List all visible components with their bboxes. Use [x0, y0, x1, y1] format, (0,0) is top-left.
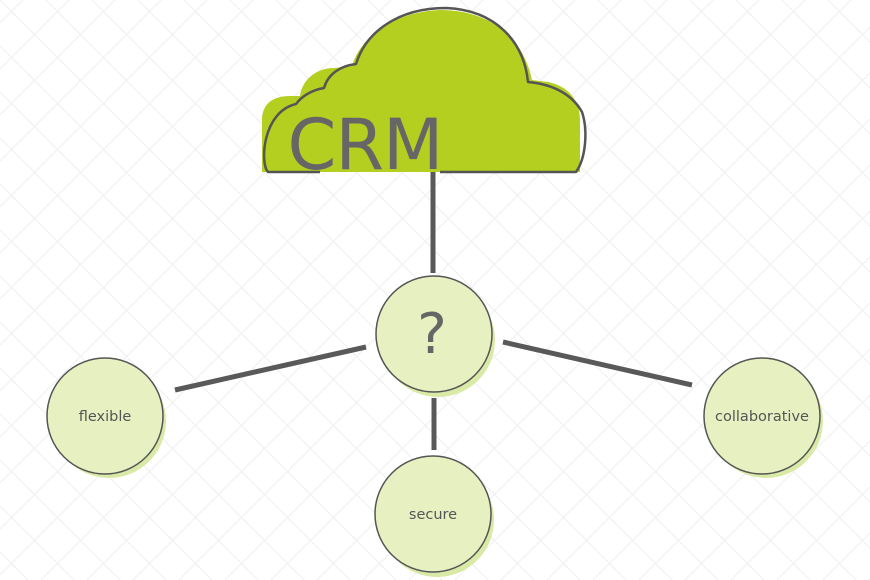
hub-question-mark: ?	[417, 302, 447, 367]
node-collaborative-label: collaborative	[715, 409, 809, 425]
node-secure: secure	[374, 455, 494, 577]
node-flexible-circle	[46, 357, 164, 475]
crm-cloud: CRM	[262, 6, 587, 186]
node-flexible: flexible	[46, 357, 166, 478]
hub-node: ?	[375, 275, 495, 397]
node-secure-circle	[374, 455, 492, 573]
connector-hub-collaborative	[502, 339, 693, 388]
cloud-shape-fill	[262, 10, 580, 172]
cloud-label: CRM	[288, 104, 443, 186]
node-collaborative-circle	[703, 357, 821, 475]
node-collaborative: collaborative	[703, 357, 823, 478]
node-flexible-label: flexible	[79, 409, 132, 425]
hub-circle	[375, 275, 493, 393]
connector-hub-flexible	[174, 344, 367, 393]
node-secure-label: secure	[409, 507, 457, 523]
connectors	[174, 172, 693, 450]
cloud-shape-outline	[262, 6, 587, 174]
